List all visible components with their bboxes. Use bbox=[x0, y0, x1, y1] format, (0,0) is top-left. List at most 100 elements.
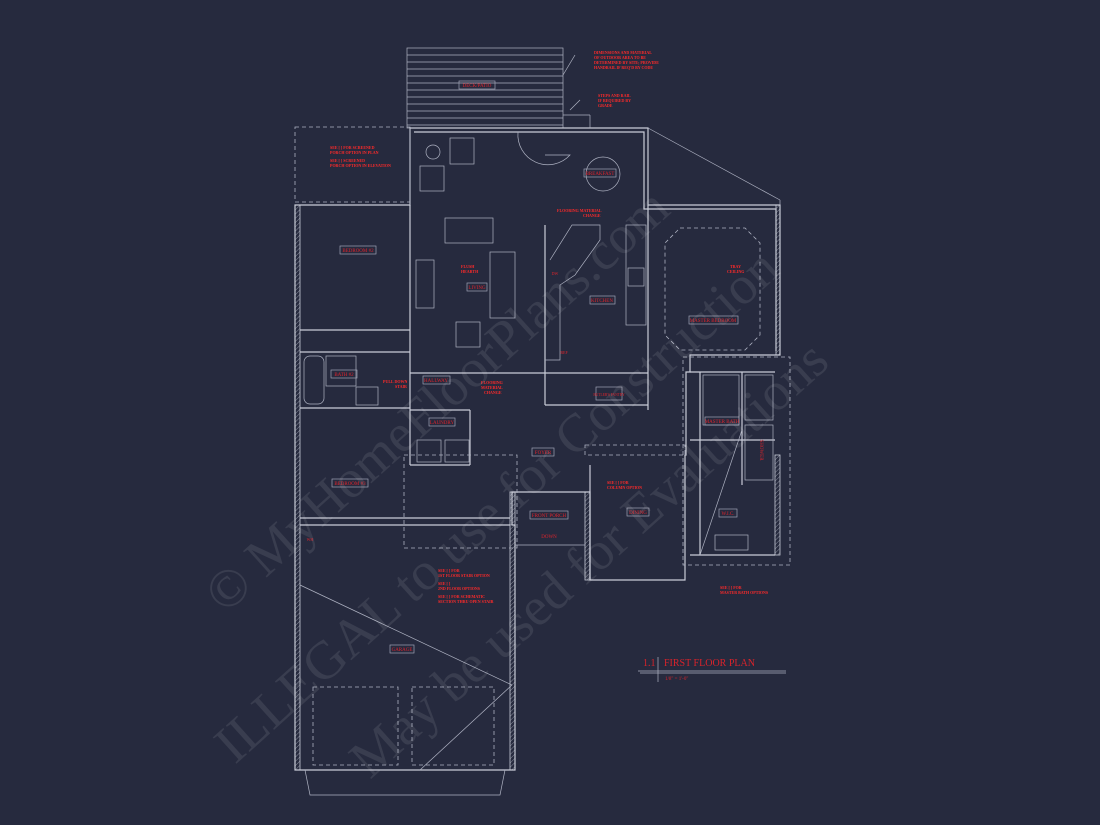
range bbox=[627, 267, 645, 287]
svg-text:FRONT PORCH: FRONT PORCH bbox=[532, 514, 567, 519]
armchair bbox=[449, 137, 475, 165]
svg-text:MATERIAL: MATERIAL bbox=[481, 385, 503, 390]
svg-text:SEE [ ]: SEE [ ] bbox=[438, 581, 451, 586]
svg-text:STEPS AND RAIL: STEPS AND RAIL bbox=[598, 93, 631, 98]
room-label-down: DOWN bbox=[541, 535, 557, 540]
svg-text:SEE [ ] FOR: SEE [ ] FOR bbox=[607, 480, 629, 485]
room-label-hallway: HALLWAY bbox=[422, 375, 451, 385]
svg-text:BUTLER'S PANTRY: BUTLER'S PANTRY bbox=[593, 393, 625, 397]
svg-text:HANDRAIL IF REQ'D BY CODE: HANDRAIL IF REQ'D BY CODE bbox=[594, 65, 653, 70]
tile-floor bbox=[325, 355, 357, 387]
svg-text:PORCH OPTION IN ELEVATION: PORCH OPTION IN ELEVATION bbox=[330, 163, 391, 168]
room-label-butlers-pantry: BUTLER'S PANTRY bbox=[593, 386, 625, 401]
leader-line bbox=[562, 54, 576, 76]
dryer bbox=[444, 439, 470, 463]
svg-text:COLUMN OPTION: COLUMN OPTION bbox=[607, 485, 642, 490]
stair-option-outline bbox=[403, 454, 518, 549]
room-label-shower: SHOWER bbox=[758, 439, 763, 461]
svg-text:TRAY: TRAY bbox=[730, 264, 741, 269]
svg-text:BEDROOM #3: BEDROOM #3 bbox=[334, 482, 366, 487]
armchair bbox=[419, 165, 445, 192]
svg-text:FLOORING MATERIAL: FLOORING MATERIAL bbox=[557, 208, 602, 213]
svg-text:DINING: DINING bbox=[629, 511, 647, 516]
label-dw: DW bbox=[552, 271, 559, 276]
shower bbox=[744, 424, 774, 481]
label-ref: REF bbox=[560, 350, 568, 355]
svg-text:SEE [ ] FOR SCREENED: SEE [ ] FOR SCREENED bbox=[330, 145, 375, 150]
exterior-walls bbox=[294, 127, 781, 771]
vanity bbox=[355, 386, 379, 406]
car-space bbox=[312, 686, 399, 766]
room-label-breakfast: BREAKFAST bbox=[583, 168, 617, 178]
svg-text:OF OUTDOOR AREA TO BE: OF OUTDOOR AREA TO BE bbox=[594, 55, 646, 60]
svg-text:MASTER BATH OPTIONS: MASTER BATH OPTIONS bbox=[720, 590, 769, 595]
room-label-kitchen: KITCHEN bbox=[589, 295, 616, 305]
room-label-master-bath: MASTER BATH bbox=[704, 416, 740, 426]
sofa bbox=[444, 217, 494, 244]
annotation-notes: DIMENSIONS AND MATERIAL OF OUTDOOR AREA … bbox=[330, 50, 769, 604]
svg-text:FLOORING: FLOORING bbox=[481, 380, 503, 385]
room-label-laundry: LAUNDRY bbox=[428, 417, 456, 427]
counter bbox=[625, 224, 647, 326]
svg-text:CHANGE: CHANGE bbox=[484, 390, 502, 395]
svg-text:CHANGE: CHANGE bbox=[583, 213, 601, 218]
fixtures bbox=[299, 54, 791, 796]
svg-text:STAIR: STAIR bbox=[395, 384, 407, 389]
room-label-foyer: FOYER bbox=[531, 447, 555, 457]
svg-text:1.1: 1.1 bbox=[643, 658, 656, 669]
master-bath-option-outline bbox=[682, 356, 791, 566]
svg-text:HEARTH: HEARTH bbox=[461, 269, 479, 274]
room-label-wic: W.I.C. bbox=[718, 508, 738, 518]
sofa bbox=[489, 251, 516, 319]
driveway-apron bbox=[304, 769, 506, 796]
breakfast-table bbox=[585, 156, 621, 192]
room-label-living: LIVING bbox=[466, 282, 488, 292]
svg-text:LIVING: LIVING bbox=[468, 286, 486, 291]
svg-text:DIMENSIONS AND MATERIAL: DIMENSIONS AND MATERIAL bbox=[594, 50, 652, 55]
svg-text:BEDROOM #2: BEDROOM #2 bbox=[342, 249, 374, 254]
bathtub bbox=[303, 355, 325, 405]
svg-text:GRADE: GRADE bbox=[598, 103, 613, 108]
room-label-dining: DINING bbox=[626, 507, 650, 517]
side-table bbox=[425, 144, 441, 160]
svg-text:FOYER: FOYER bbox=[535, 451, 552, 456]
room-label-deck: DECK/PATIO bbox=[458, 80, 496, 90]
drawing-title: 1.1 FIRST FLOOR PLAN 1/8" = 1'-0" bbox=[638, 657, 786, 682]
room-labels: DECK/PATIO BREAKFAST BEDROOM #2 LIVING K… bbox=[307, 80, 763, 654]
column-option-outline bbox=[584, 444, 686, 456]
svg-text:FLUSH: FLUSH bbox=[461, 264, 475, 269]
car-space bbox=[411, 686, 495, 766]
svg-text:KITCHEN: KITCHEN bbox=[591, 299, 613, 304]
room-label-master-bedroom: MASTER BEDROOM bbox=[688, 315, 739, 325]
svg-text:BREAKFAST: BREAKFAST bbox=[586, 172, 615, 177]
interior-walls bbox=[300, 205, 775, 580]
svg-text:PORCH OPTION IN PLAN: PORCH OPTION IN PLAN bbox=[330, 150, 379, 155]
fireplace bbox=[415, 259, 435, 309]
svg-text:MASTER BEDROOM: MASTER BEDROOM bbox=[690, 319, 737, 324]
svg-text:SEE [ ] FOR: SEE [ ] FOR bbox=[720, 585, 742, 590]
garage-door-line bbox=[419, 684, 513, 771]
armchair bbox=[455, 321, 481, 348]
garage-door-line bbox=[299, 584, 513, 686]
door-swing bbox=[517, 131, 571, 166]
screened-porch-outline bbox=[294, 126, 411, 203]
svg-text:GARAGE: GARAGE bbox=[392, 648, 413, 653]
svg-text:1/8" = 1'-0": 1/8" = 1'-0" bbox=[665, 677, 688, 682]
tray-ceiling-outline bbox=[664, 227, 761, 351]
svg-text:SEE [ ] FOR: SEE [ ] FOR bbox=[438, 568, 460, 573]
kitchen-island bbox=[545, 224, 601, 361]
svg-text:SECTION THRU OPEN STAIR: SECTION THRU OPEN STAIR bbox=[438, 599, 494, 604]
svg-text:SEE [ ] SCREENED: SEE [ ] SCREENED bbox=[330, 158, 365, 163]
toilet-room bbox=[744, 374, 774, 421]
room-label-garage: GARAGE bbox=[389, 644, 415, 654]
slope-line bbox=[699, 429, 743, 556]
room-label-front-porch: FRONT PORCH bbox=[529, 510, 569, 520]
svg-text:PULL DOWN: PULL DOWN bbox=[383, 379, 407, 384]
leader-line bbox=[569, 99, 581, 111]
room-label-bath2: BATH #2 bbox=[330, 369, 358, 379]
svg-text:MASTER BATH: MASTER BATH bbox=[705, 420, 740, 425]
svg-text:CEILING: CEILING bbox=[727, 269, 744, 274]
label-wh: WH bbox=[307, 537, 314, 542]
svg-text:DETERMINED BY SITE; PROVIDE: DETERMINED BY SITE; PROVIDE bbox=[594, 60, 659, 65]
